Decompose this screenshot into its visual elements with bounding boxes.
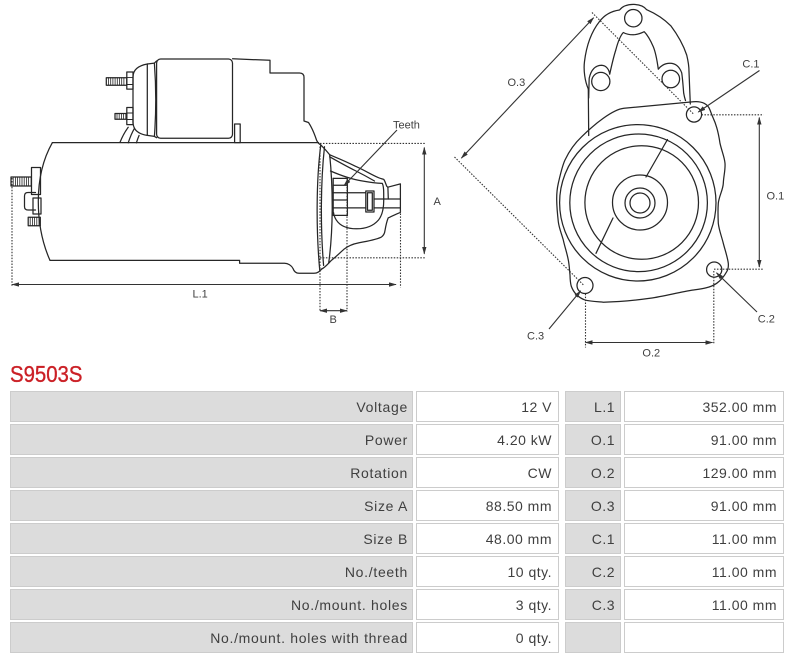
svg-text:O.3: O.3 <box>508 77 526 89</box>
svg-text:A: A <box>434 196 442 208</box>
svg-text:B: B <box>330 314 337 326</box>
svg-text:O.2: O.2 <box>642 348 660 360</box>
svg-text:C.2: C.2 <box>758 314 775 326</box>
svg-text:Teeth: Teeth <box>393 120 420 132</box>
svg-text:C.1: C.1 <box>742 58 759 70</box>
svg-text:C.3: C.3 <box>527 331 544 343</box>
svg-text:O.1: O.1 <box>767 191 785 203</box>
svg-text:L.1: L.1 <box>193 289 208 301</box>
